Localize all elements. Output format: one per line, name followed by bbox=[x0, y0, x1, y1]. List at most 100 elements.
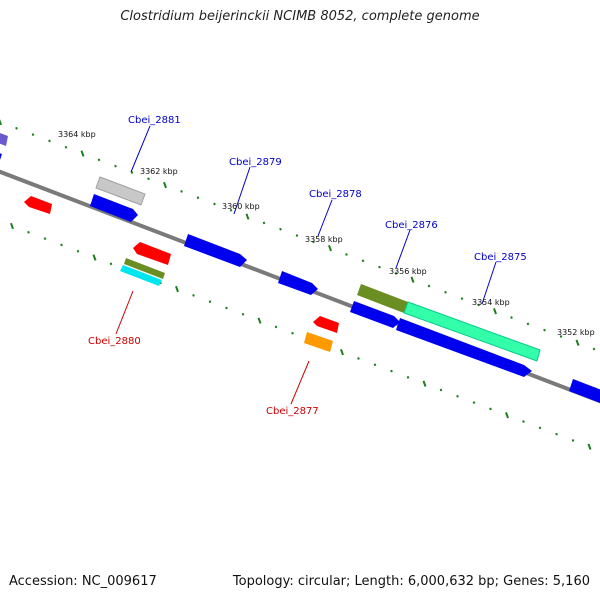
tick-mark bbox=[15, 126, 18, 130]
scale-label: 3360 kbp bbox=[222, 202, 260, 211]
tick-mark bbox=[587, 443, 592, 450]
tick-mark bbox=[229, 208, 233, 212]
tick-mark bbox=[328, 244, 332, 252]
tick-mark bbox=[526, 322, 530, 326]
tick-mark bbox=[439, 388, 443, 392]
tick-mark bbox=[109, 262, 113, 266]
scale-labels: 3364 kbp 3362 kbp 3360 kbp 3358 kbp 3356… bbox=[58, 130, 595, 337]
tick-mark bbox=[208, 300, 212, 304]
tick-mark bbox=[196, 196, 200, 200]
tick-mark bbox=[555, 432, 558, 436]
tick-mark bbox=[175, 285, 179, 293]
tick-mark bbox=[505, 412, 509, 419]
gene-labels: Cbei_2881 Cbei_2879 Cbei_2878 Cbei_2876 … bbox=[88, 115, 527, 417]
scale-label: 3358 kbp bbox=[305, 235, 343, 244]
tick-mark bbox=[559, 335, 563, 338]
tick-mark bbox=[180, 190, 183, 193]
tick-mark bbox=[92, 254, 97, 261]
gene-feature[interactable] bbox=[0, 150, 2, 160]
tick-mark bbox=[163, 181, 167, 189]
gene-label-forward[interactable]: Cbei_2881 bbox=[128, 115, 181, 126]
gene-feature[interactable] bbox=[124, 258, 165, 279]
tick-mark bbox=[340, 348, 344, 356]
tick-mark bbox=[571, 439, 575, 442]
tick-mark bbox=[295, 234, 299, 237]
gene-feature[interactable] bbox=[90, 194, 138, 222]
gene-feature[interactable] bbox=[313, 316, 339, 333]
scale-label: 3352 kbp bbox=[557, 328, 595, 337]
tick-mark bbox=[10, 222, 14, 230]
gene-feature[interactable] bbox=[184, 234, 247, 267]
tick-mark bbox=[472, 401, 476, 404]
tick-mark bbox=[357, 357, 360, 360]
tick-mark bbox=[345, 253, 348, 256]
tick-mark bbox=[394, 271, 398, 275]
tick-mark bbox=[43, 237, 47, 240]
tick-mark bbox=[444, 290, 447, 294]
tick-mark bbox=[510, 316, 513, 319]
tick-mark bbox=[522, 420, 525, 423]
gene-feature[interactable] bbox=[403, 301, 541, 362]
tick-mark bbox=[538, 426, 542, 430]
gene-feature[interactable] bbox=[304, 332, 333, 352]
tick-mark bbox=[575, 339, 580, 346]
label-leaders bbox=[115, 125, 497, 405]
gene-feature[interactable] bbox=[24, 196, 52, 214]
scale-label: 3362 kbp bbox=[140, 167, 178, 176]
gene-feature[interactable] bbox=[569, 379, 600, 406]
tick-mark bbox=[114, 164, 117, 168]
tick-mark bbox=[493, 308, 497, 315]
gene-label-forward[interactable]: Cbei_2875 bbox=[474, 252, 527, 263]
tick-mark bbox=[64, 145, 68, 149]
gene-feature[interactable] bbox=[0, 130, 8, 146]
gene-feature[interactable] bbox=[133, 242, 171, 265]
tick-mark bbox=[257, 317, 262, 324]
tick-mark bbox=[27, 230, 30, 234]
tick-mark bbox=[477, 303, 480, 307]
gene-feature[interactable] bbox=[350, 301, 400, 328]
tick-mark bbox=[427, 284, 431, 288]
tick-mark bbox=[80, 150, 85, 157]
gene-label-forward[interactable]: Cbei_2878 bbox=[309, 189, 362, 200]
tick-mark bbox=[262, 221, 266, 225]
tick-mark bbox=[378, 265, 381, 269]
forward-genes bbox=[0, 130, 600, 406]
gene-label-forward[interactable]: Cbei_2876 bbox=[385, 220, 438, 231]
gene-feature[interactable] bbox=[120, 265, 162, 286]
tick-mark bbox=[592, 347, 596, 351]
scale-label: 3354 kbp bbox=[472, 298, 510, 307]
gene-feature[interactable] bbox=[278, 271, 318, 295]
gene-feature[interactable] bbox=[357, 284, 408, 313]
tick-mark bbox=[241, 312, 245, 316]
tick-mark bbox=[460, 297, 464, 300]
tick-mark bbox=[97, 158, 101, 162]
gene-feature[interactable] bbox=[396, 318, 532, 377]
scale-label: 3364 kbp bbox=[58, 130, 96, 139]
genome-summary-text: Topology: circular; Length: 6,000,632 bp… bbox=[232, 574, 590, 589]
gene-feature[interactable] bbox=[95, 176, 146, 206]
tick-mark bbox=[0, 118, 2, 126]
tick-mark bbox=[422, 380, 427, 387]
tick-mark bbox=[31, 133, 35, 136]
tick-mark bbox=[192, 294, 195, 297]
tick-mark bbox=[291, 331, 294, 335]
reverse-genes bbox=[24, 196, 339, 352]
map-title: Clostridium beijerinckii NCIMB 8052, com… bbox=[120, 9, 480, 24]
gene-label-reverse[interactable]: Cbei_2880 bbox=[88, 336, 141, 347]
tick-mark bbox=[213, 202, 216, 206]
gene-label-forward[interactable]: Cbei_2879 bbox=[229, 157, 282, 168]
tick-mark bbox=[361, 259, 365, 263]
tick-mark bbox=[543, 328, 546, 332]
gene-label-reverse[interactable]: Cbei_2877 bbox=[266, 406, 319, 417]
tick-mark bbox=[48, 139, 51, 143]
tick-mark bbox=[489, 407, 492, 411]
tick-mark bbox=[147, 177, 150, 181]
tick-mark bbox=[373, 363, 377, 367]
scale-label: 3356 kbp bbox=[389, 267, 427, 276]
tick-mark bbox=[410, 276, 415, 283]
tick-mark bbox=[312, 240, 315, 244]
tick-mark bbox=[390, 369, 393, 373]
tick-mark bbox=[225, 306, 228, 310]
